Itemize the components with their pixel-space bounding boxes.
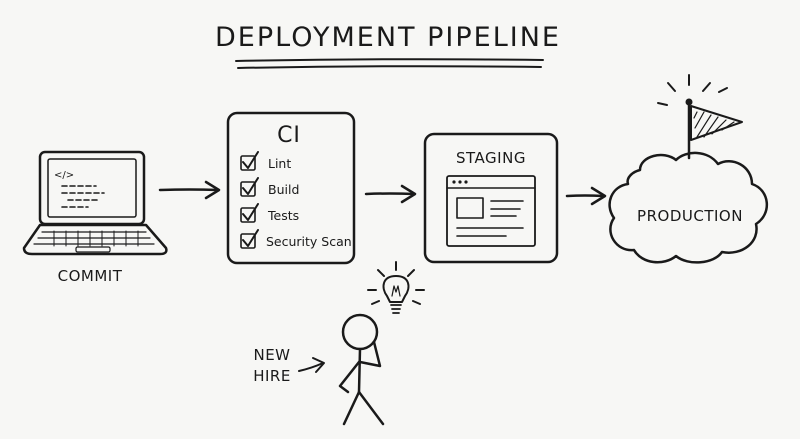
production-title: PRODUCTION xyxy=(637,207,743,225)
new-hire-label-line2: HIRE xyxy=(253,367,291,385)
diagram-title: DEPLOYMENT PIPELINE xyxy=(215,22,561,53)
ci-check-list: Lint Build Tests Security Scan xyxy=(240,151,352,249)
stick-figure-icon xyxy=(338,313,385,426)
ci-box xyxy=(226,111,356,265)
ci-check-item: Tests xyxy=(240,203,299,223)
laptop-icon: </> xyxy=(22,150,168,256)
ci-check-label: Tests xyxy=(267,208,299,223)
browser-window-icon xyxy=(446,175,536,247)
cloud-icon xyxy=(608,151,768,264)
ci-check-item: Lint xyxy=(240,151,291,171)
title-underline xyxy=(235,58,544,62)
ci-check-label: Lint xyxy=(268,156,291,171)
ci-check-item: Security Scan xyxy=(240,229,352,249)
arrow-icon xyxy=(298,357,325,373)
checkbox-icon xyxy=(240,207,256,223)
lightbulb-icon xyxy=(367,261,425,314)
new-hire-label-line1: NEW xyxy=(253,346,290,364)
staging-box xyxy=(423,132,559,264)
checkbox-icon xyxy=(240,233,256,249)
arrow-icon xyxy=(364,184,417,204)
staging-title: STAGING xyxy=(456,149,526,167)
commit-label: COMMIT xyxy=(58,267,123,285)
checkbox-icon xyxy=(240,181,256,197)
arrow-icon xyxy=(565,186,607,206)
ci-title: CI xyxy=(277,123,301,148)
code-tag: </> xyxy=(54,170,74,181)
title-underline-2 xyxy=(237,65,542,69)
arrow-icon xyxy=(158,180,221,200)
ci-check-label: Build xyxy=(268,182,299,197)
ci-check-item: Build xyxy=(240,177,299,197)
checkbox-icon xyxy=(240,155,256,171)
flag-icon xyxy=(657,74,743,160)
ci-check-label: Security Scan xyxy=(266,234,352,249)
